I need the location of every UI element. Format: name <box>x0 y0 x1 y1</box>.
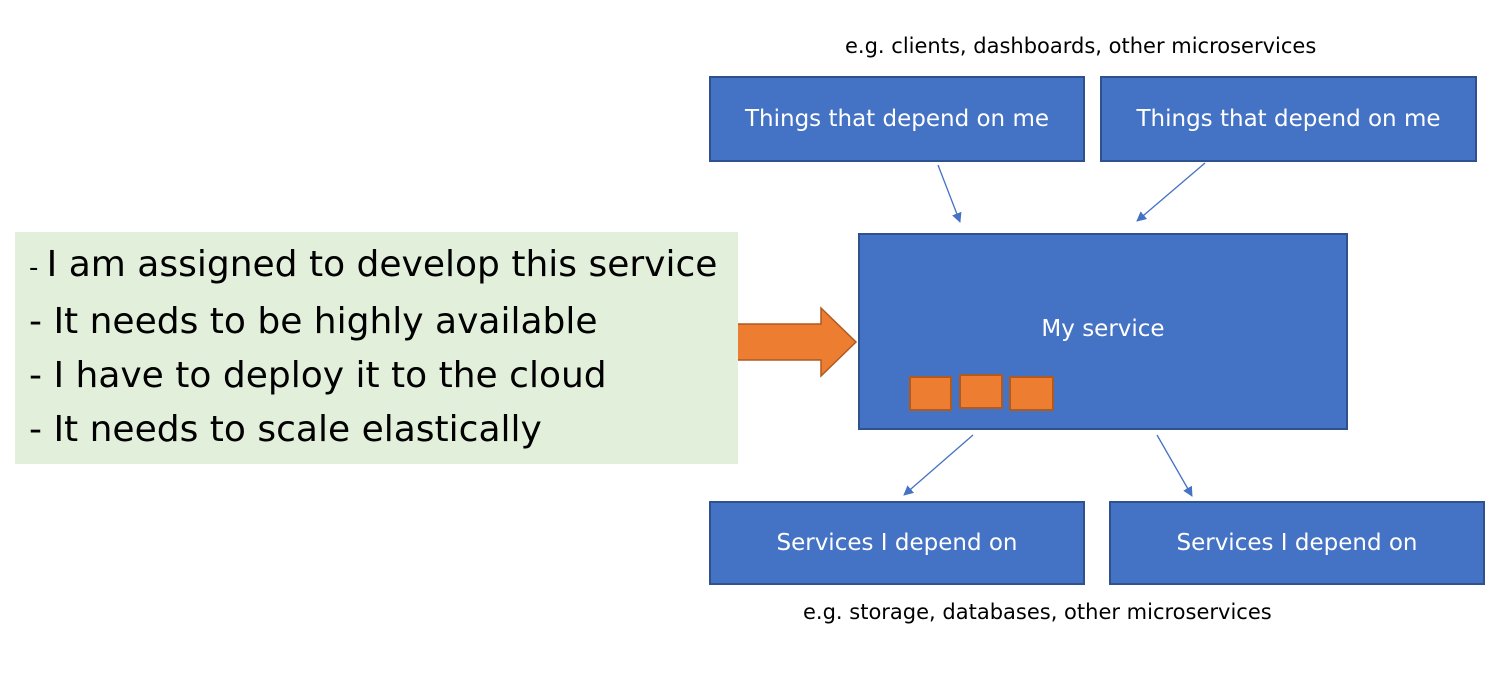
connector-service-to-dependency-2 <box>1156 434 1193 497</box>
connector-dependent-1-to-service <box>937 164 962 223</box>
dependent-box-1: Things that depend on me <box>709 76 1085 162</box>
requirement-bullet: - <box>29 253 47 283</box>
requirement-bullet: - <box>29 301 54 342</box>
requirement-bullet: - <box>29 409 54 450</box>
service-instance-3 <box>1009 376 1054 411</box>
dependent-label: Things that depend on me <box>744 106 1049 132</box>
dependency-box-1: Services I depend on <box>709 501 1085 585</box>
requirement-bullet: - <box>29 355 54 396</box>
requirement-text: I have to deploy it to the cloud <box>53 355 607 396</box>
requirement-item: - It needs to be highly available <box>29 295 738 349</box>
service-instance-1 <box>909 376 952 411</box>
dependent-label: Things that depend on me <box>1136 106 1441 132</box>
dependent-box-2: Things that depend on me <box>1100 76 1477 162</box>
dependency-box-2: Services I depend on <box>1109 501 1485 585</box>
requirement-item: - It needs to scale elastically <box>29 403 738 457</box>
top-caption: e.g. clients, dashboards, other microser… <box>845 34 1317 58</box>
requirements-panel: - I am assigned to develop this service … <box>15 232 738 464</box>
requirement-text: It needs to be highly available <box>53 301 598 342</box>
requirement-text: It needs to scale elastically <box>53 409 542 450</box>
service-instance-2 <box>959 374 1003 409</box>
dependency-label: Services I depend on <box>1176 530 1418 556</box>
my-service-box: My service <box>858 233 1348 430</box>
dependency-label: Services I depend on <box>776 530 1018 556</box>
bottom-caption: e.g. storage, databases, other microserv… <box>803 600 1272 624</box>
requirement-text: I am assigned to develop this service <box>46 244 718 285</box>
connector-dependent-2-to-service <box>1136 162 1206 222</box>
requirement-item: - I am assigned to develop this service <box>29 238 738 295</box>
connector-service-to-dependency-1 <box>903 434 974 496</box>
requirement-item: - I have to deploy it to the cloud <box>29 349 738 403</box>
my-service-label: My service <box>1041 315 1165 342</box>
